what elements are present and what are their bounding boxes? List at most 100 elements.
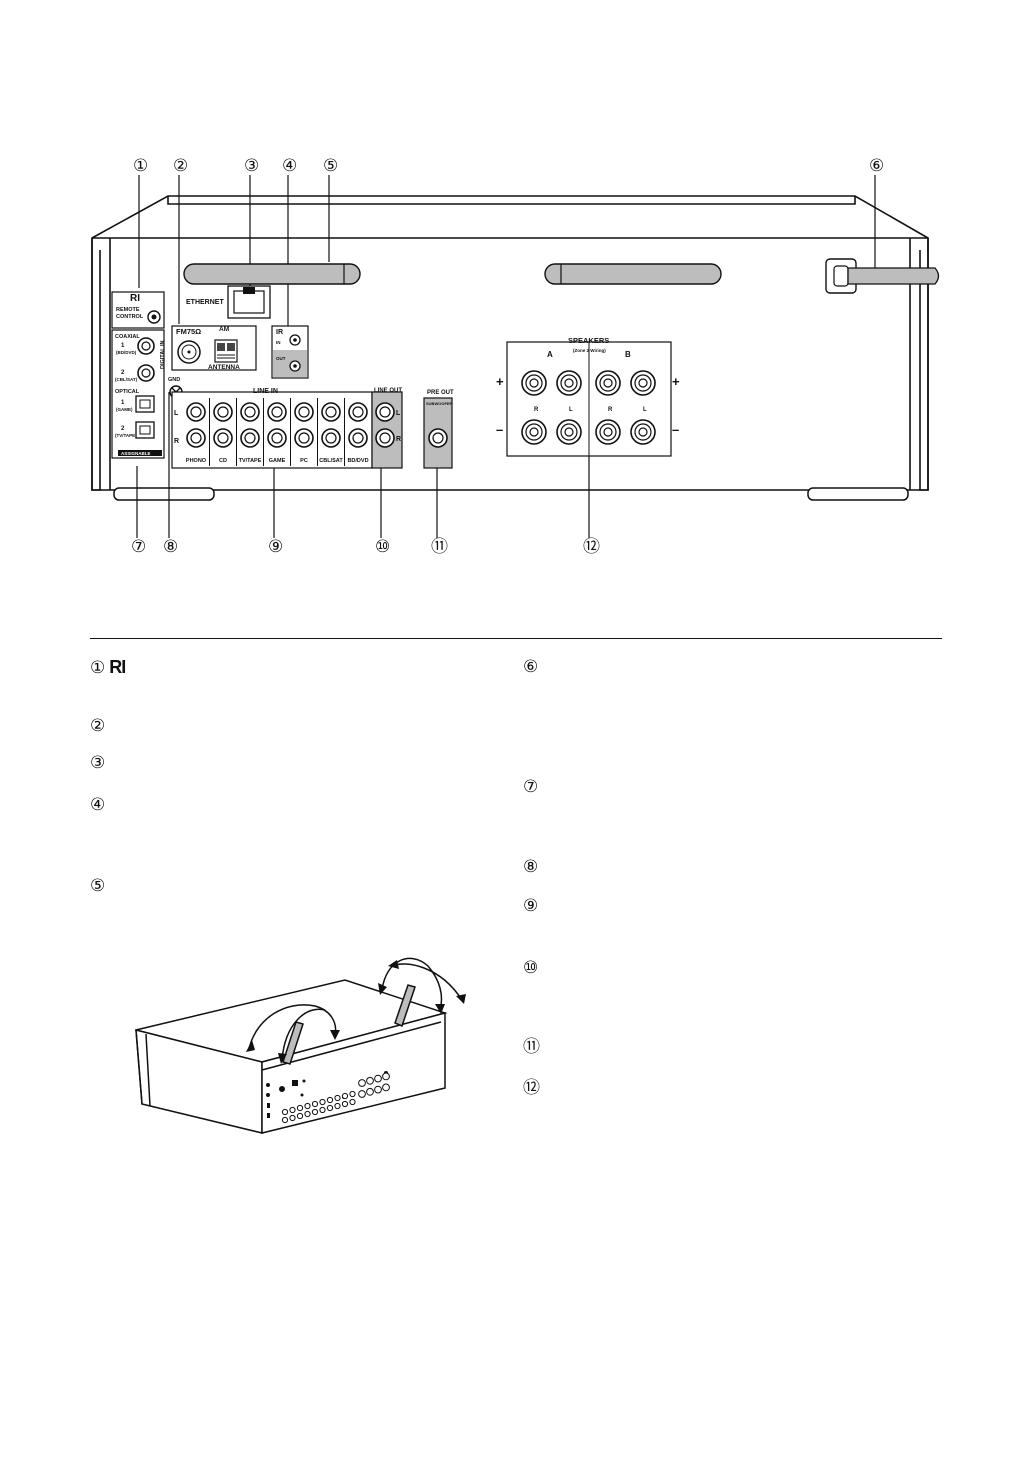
line-in-column-0: PHONO — [186, 402, 207, 464]
line-in-label: PC — [300, 458, 308, 464]
svg-text:LINE OUT: LINE OUT — [374, 388, 402, 394]
speaker-post — [521, 370, 547, 396]
svg-text:1: 1 — [121, 400, 125, 406]
speaker-post — [595, 370, 621, 396]
svg-text:(Zone 2 Wiring): (Zone 2 Wiring) — [573, 348, 606, 353]
svg-text:(TV/TAPE): (TV/TAPE) — [115, 433, 137, 438]
speaker-post — [630, 419, 656, 445]
section-divider — [90, 638, 942, 639]
legend-item-8: ⑧ — [523, 857, 539, 877]
line-in-label: GAME — [269, 458, 286, 464]
pre-out-subwoofer: PRE OUT SUBWOOFER — [423, 390, 454, 469]
svg-text:GND: GND — [168, 377, 180, 383]
line-in-column-4: PC — [290, 398, 314, 466]
callout-7: ⑦ — [131, 537, 146, 557]
wireless-antenna-right — [544, 263, 722, 285]
speaker-post — [521, 419, 547, 445]
svg-text:2: 2 — [121, 426, 125, 432]
line-in-label: CBL/SAT — [319, 458, 343, 464]
svg-text:(CBL/SAT): (CBL/SAT) — [115, 377, 138, 382]
svg-text:–: – — [496, 422, 503, 437]
callout-1: ① — [133, 156, 148, 176]
callout-12: ⑫ — [583, 537, 600, 557]
svg-text:+: + — [672, 374, 680, 389]
svg-text:AM: AM — [219, 326, 229, 333]
svg-text:R: R — [174, 438, 179, 445]
legend-item-2: ② — [90, 716, 106, 736]
svg-text:L: L — [396, 410, 401, 417]
svg-text:B: B — [625, 350, 631, 359]
legend-item-3: ③ — [90, 753, 106, 773]
svg-text:(BD/DVD): (BD/DVD) — [116, 350, 137, 355]
speaker-post — [630, 370, 656, 396]
svg-text:R: R — [396, 436, 401, 443]
legend-item-4: ④ — [90, 795, 106, 815]
line-in-label: CD — [219, 458, 227, 464]
speaker-post — [556, 419, 582, 445]
svg-text:R: R — [608, 407, 613, 413]
svg-text:FM75Ω: FM75Ω — [176, 327, 201, 336]
speaker-post — [595, 419, 621, 445]
line-in-label: PHONO — [186, 458, 207, 464]
legend-item-12: ⑫ — [523, 1078, 540, 1098]
svg-text:2: 2 — [121, 370, 125, 376]
svg-text:DIGITAL IN: DIGITAL IN — [160, 340, 166, 369]
foot-left — [113, 487, 215, 501]
svg-text:1: 1 — [121, 343, 125, 349]
callout-3: ③ — [244, 156, 259, 176]
ri-remote-control-jack: RI REMOTE CONTROL — [111, 291, 165, 329]
callout-4: ④ — [282, 156, 297, 176]
svg-text:CONTROL: CONTROL — [116, 314, 144, 320]
legend-item-5: ⑤ — [90, 876, 106, 896]
svg-text:ASSIGNABLE: ASSIGNABLE — [121, 451, 151, 456]
callout-11: ⑪ — [431, 537, 448, 557]
line-in-column-1: CD — [209, 398, 233, 466]
svg-text:PRE OUT: PRE OUT — [427, 390, 454, 396]
digital-inputs: COAXIAL DIGITAL IN 1 (BD/DVD) 2 (CBL/SAT… — [111, 329, 166, 459]
svg-text:IR: IR — [276, 329, 283, 336]
svg-text:A: A — [547, 350, 553, 359]
svg-text:+: + — [496, 374, 504, 389]
svg-text:L: L — [174, 410, 179, 417]
line-in-label: BD/DVD — [347, 458, 368, 464]
ethernet-port: ETHERNET — [186, 285, 271, 319]
svg-text:RI: RI — [130, 293, 140, 304]
legend-item-7: ⑦ — [523, 777, 539, 797]
callout-10: ⑩ — [375, 537, 390, 557]
line-in-column-3: GAME — [263, 398, 287, 466]
line-out-jacks: LINE OUT L R — [371, 388, 403, 469]
callout-9: ⑨ — [268, 537, 283, 557]
svg-text:IN: IN — [276, 340, 281, 345]
svg-text:SPEAKERS: SPEAKERS — [568, 336, 609, 345]
svg-text:–: – — [672, 422, 679, 437]
antenna-terminals: FM75Ω AM ANTENNA — [171, 325, 257, 371]
svg-text:(GAME): (GAME) — [116, 407, 133, 412]
line-in-label: TV/TAPE — [239, 458, 262, 464]
legend-item-6: ⑥ — [523, 657, 539, 677]
svg-text:ETHERNET: ETHERNET — [186, 299, 224, 306]
svg-text:COAXIAL: COAXIAL — [115, 334, 140, 340]
ri-logo: RI — [109, 657, 126, 677]
line-in-column-2: TV/TAPE — [236, 398, 262, 466]
foot-right — [807, 487, 909, 501]
callout-6: ⑥ — [869, 156, 884, 176]
rear-panel-diagram: ① ② ③ ④ ⑤ ⑥ ⑦ ⑧ ⑨ ⑩ ⑪ ⑫ — [91, 156, 940, 557]
line-in-column-6: BD/DVD — [344, 398, 369, 466]
svg-text:R: R — [534, 407, 539, 413]
legend-item-9: ⑨ — [523, 896, 539, 916]
svg-text:OPTICAL: OPTICAL — [115, 389, 140, 395]
legend-item-11: ⑪ — [523, 1037, 540, 1057]
svg-text:ANTENNA: ANTENNA — [208, 364, 240, 371]
ir-in-out-jacks: IR IN OUT — [271, 325, 309, 379]
svg-text:OUT: OUT — [276, 356, 286, 361]
speaker-post — [556, 370, 582, 396]
wireless-antenna-left — [183, 263, 361, 285]
svg-text:L: L — [643, 407, 647, 413]
legend-item-10: ⑩ — [523, 958, 539, 978]
callout-2: ② — [173, 156, 188, 176]
svg-text:L: L — [569, 407, 573, 413]
callout-8: ⑧ — [163, 537, 178, 557]
callout-5: ⑤ — [323, 156, 338, 176]
